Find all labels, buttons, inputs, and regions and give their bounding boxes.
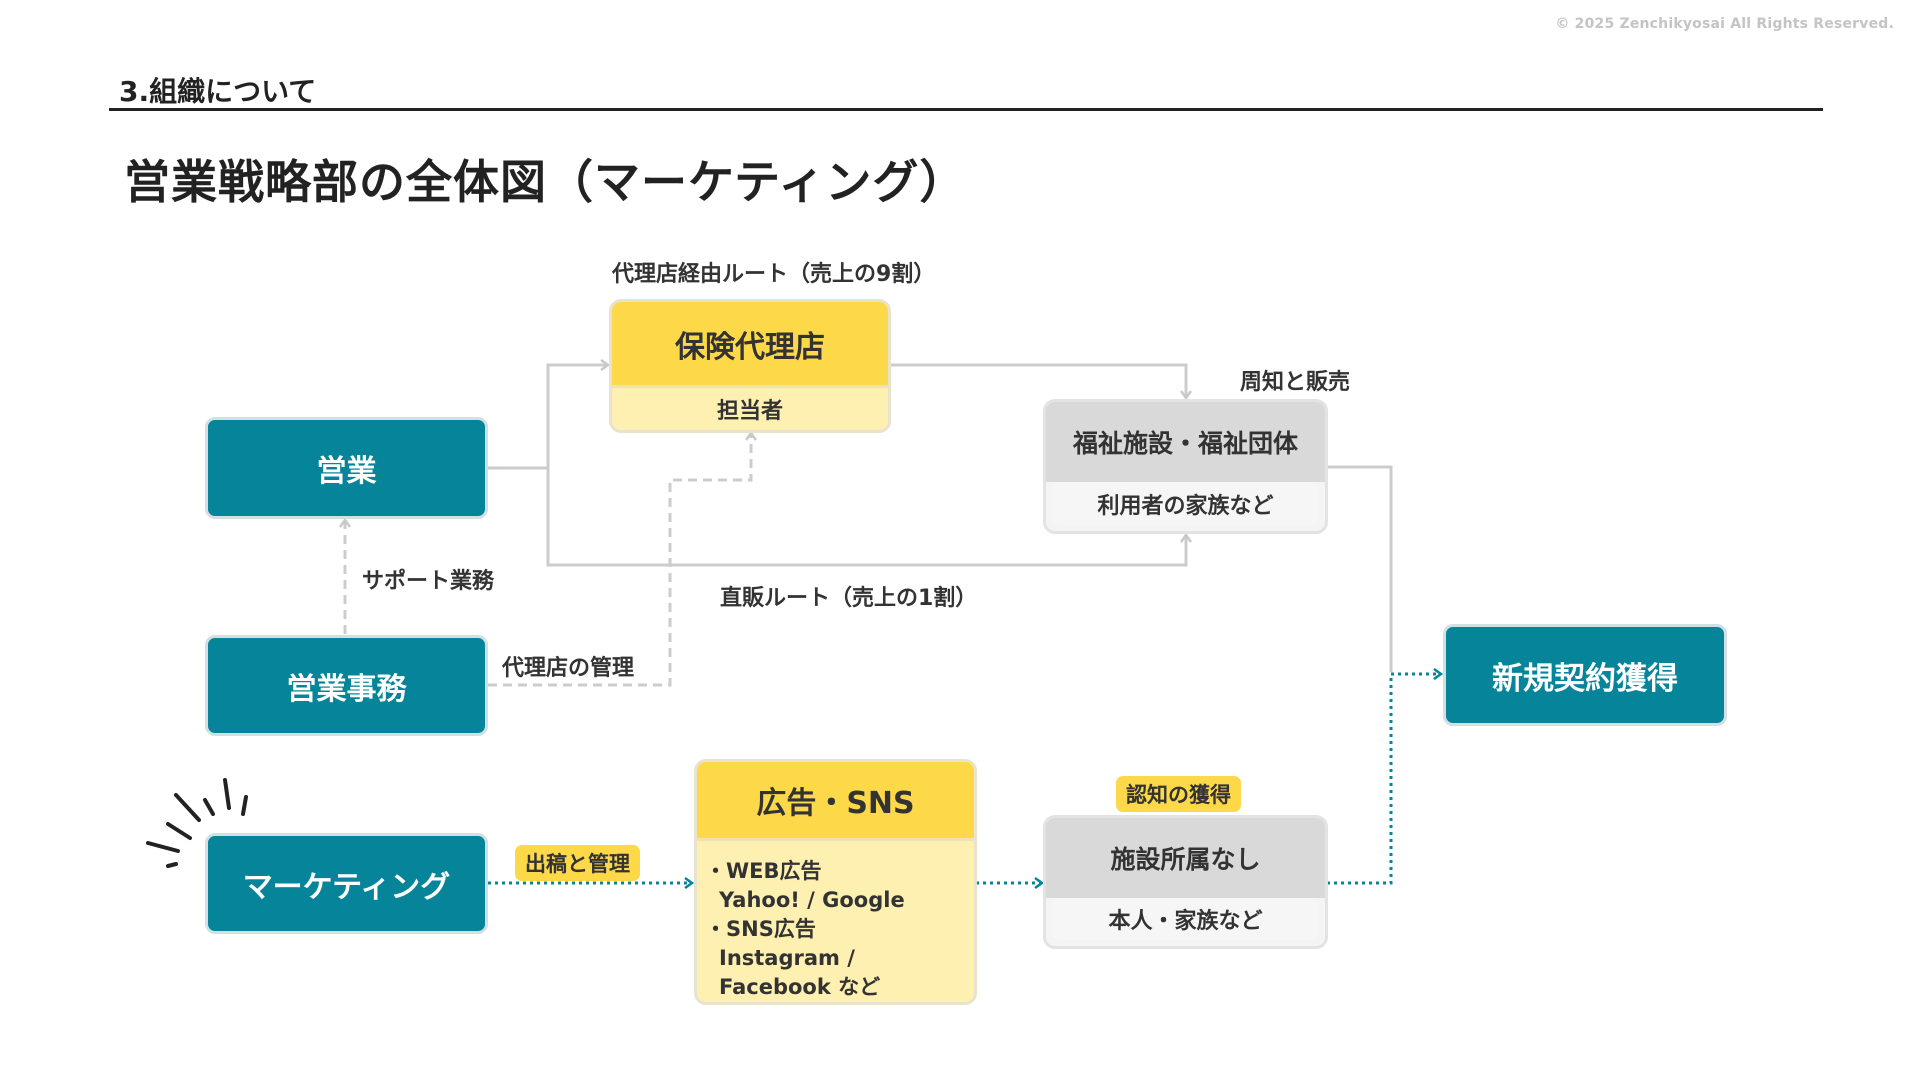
copyright-text: © 2025 Zenchikyosai All Rights Reserved.: [1555, 16, 1894, 32]
ads-body: ・WEB広告 Yahoo! / Google ・SNS広告 Instagram …: [697, 838, 974, 1002]
new-contract-node: 新規契約獲得: [1443, 624, 1727, 726]
ads-line-web-examples: Yahoo! / Google: [719, 888, 905, 912]
agency-route-label: 代理店経由ルート（売上の9割）: [612, 262, 936, 287]
welfare-title: 福祉施設・福祉団体: [1046, 402, 1325, 482]
connector-welfare-to-contract: [1327, 465, 1393, 672]
connector-sales-to-agency: [546, 365, 608, 468]
connector-direct-route: [546, 468, 1186, 567]
ads-line-web: ・WEB広告: [705, 859, 822, 883]
support-label: サポート業務: [362, 569, 495, 594]
no-facility-sub: 本人・家族など: [1052, 898, 1319, 940]
agency-mgmt-label: 代理店の管理: [502, 656, 635, 681]
agency-sub: 担当者: [612, 385, 888, 430]
marketing-node: マーケティング: [205, 833, 488, 934]
ads-line-sns: ・SNS広告: [705, 917, 816, 941]
agency-title: 保険代理店: [612, 302, 888, 385]
burst-lines-icon: [146, 778, 248, 868]
page-title: 営業戦略部の全体図（マーケティング）: [124, 155, 967, 209]
connector-agency-mgmt: [488, 433, 751, 687]
ads-title: 広告・SNS: [697, 762, 974, 838]
connector-no-facility-to-contract: [1327, 674, 1441, 885]
awareness-tag: 認知の獲得: [1116, 776, 1241, 812]
no-facility-title: 施設所属なし: [1046, 818, 1325, 898]
welfare-card: 福祉施設・福祉団体 利用者の家族など: [1043, 399, 1328, 534]
ads-card: 広告・SNS ・WEB広告 Yahoo! / Google ・SNS広告 Ins…: [694, 759, 977, 1005]
posting-tag: 出稿と管理: [515, 845, 640, 881]
promote-sell-label: 周知と販売: [1240, 370, 1351, 395]
section-title: 3.組織について: [119, 75, 317, 108]
welfare-sub: 利用者の家族など: [1052, 482, 1319, 525]
no-facility-card: 施設所属なし 本人・家族など: [1043, 815, 1328, 949]
direct-route-label: 直販ルート（売上の1割）: [720, 586, 978, 611]
ads-line-sns-examples: Instagram / Facebook など: [719, 946, 881, 999]
section-divider: [109, 108, 1823, 111]
agency-card: 保険代理店 担当者: [609, 299, 891, 433]
sales-node: 営業: [205, 417, 488, 519]
connector-agency-to-welfare: [890, 363, 1186, 398]
sales-office-node: 営業事務: [205, 635, 488, 736]
